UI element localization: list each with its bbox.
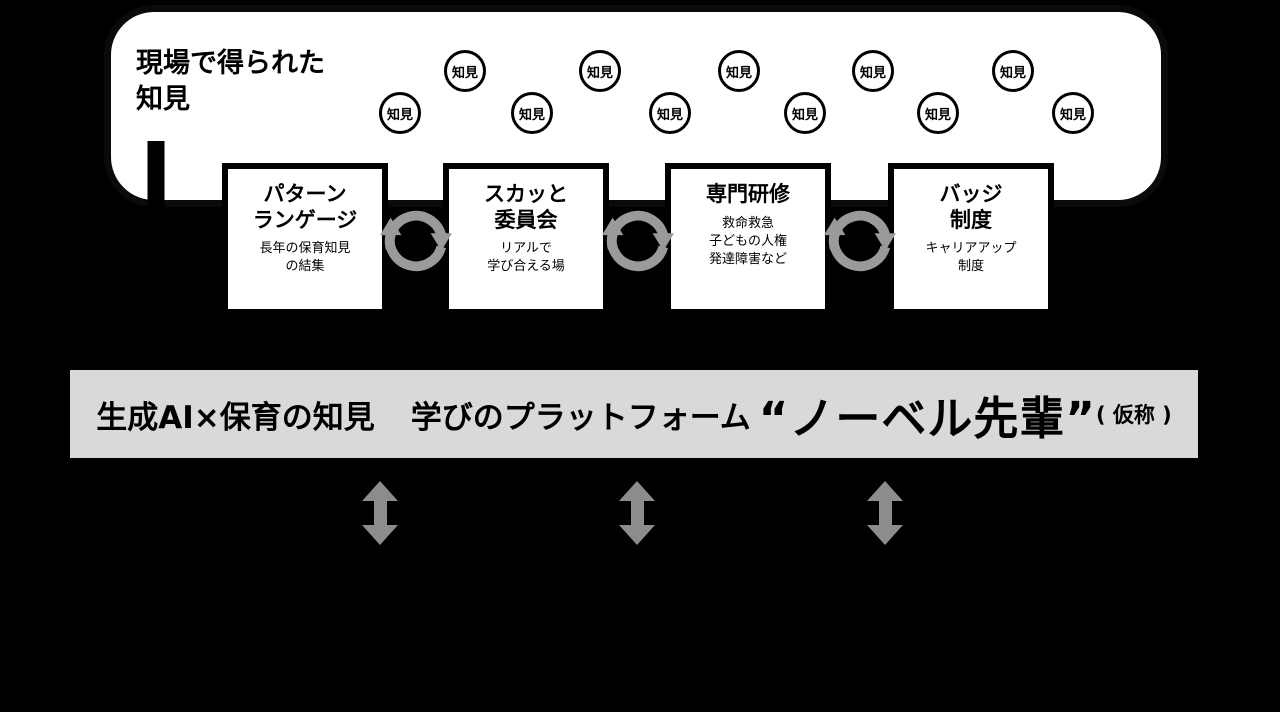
node-title-line: 委員会: [494, 207, 558, 232]
knowledge-circle: 知見: [649, 92, 691, 134]
knowledge-circle: 知見: [579, 50, 621, 92]
node-title-line: ランゲージ: [252, 207, 358, 232]
down-arrow-icon: [947, 323, 995, 370]
banner-text-nobel-senpai: “ノーベル先輩”: [758, 391, 1096, 445]
down-arrow-head: [502, 345, 550, 370]
elbow-arrow-icon: [147, 141, 219, 278]
panel-title-line-1: 現場で得られた: [136, 48, 325, 79]
node-title: パターン ランゲージ: [228, 182, 382, 233]
node-title-line: 専門研修: [706, 182, 790, 206]
platform-banner: 生成AI×保育の知見 学びのプラットフォーム “ノーベル先輩” ( 仮称 ): [70, 370, 1198, 458]
node-subtitle-line: キャリアアップ: [925, 241, 1017, 257]
node-title-line: パターン: [263, 182, 347, 206]
knowledge-circle: 知見: [511, 92, 553, 134]
knowledge-circle-label: 知見: [924, 107, 951, 123]
knowledge-circle-label: 知見: [725, 65, 752, 81]
double-arrow-up-head: [619, 481, 655, 501]
double-arrow-up-head: [867, 481, 903, 501]
node-title: バッジ 制度: [894, 182, 1048, 233]
node-title-line: スカッと: [484, 182, 568, 206]
node-title: 専門研修: [671, 182, 825, 208]
down-arrow-shaft: [516, 323, 536, 345]
knowledge-circle: 知見: [718, 50, 760, 92]
knowledge-circle-label: 知見: [999, 65, 1026, 81]
double-arrow-down-head: [619, 525, 655, 545]
knowledge-circle-label: 知見: [859, 65, 886, 81]
down-arrow-icon: [281, 323, 329, 370]
knowledge-circle: 知見: [852, 50, 894, 92]
node-subtitle-line: 救命救急: [721, 215, 774, 231]
node-subtitle-line: 子どもの人権: [708, 233, 787, 249]
panel-title: 現場で得られた 知見: [136, 46, 325, 117]
knowledge-circle: 知見: [444, 50, 486, 92]
double-arrow-down-head: [867, 525, 903, 545]
knowledge-circle: 知見: [379, 92, 421, 134]
knowledge-circle-label: 知見: [518, 107, 545, 123]
node-subtitle-line: 制度: [957, 259, 984, 275]
knowledge-circle: 知見: [917, 92, 959, 134]
node-subtitle: リアルで 学び合える場: [449, 240, 603, 276]
node-specialized-training: 専門研修 救命救急 子どもの人権 発達障害など: [665, 163, 831, 315]
down-arrow-head: [947, 345, 995, 370]
double-arrow-icon: [867, 481, 903, 545]
double-arrow-down-head: [362, 525, 398, 545]
knowledge-circle-label: 知見: [1059, 107, 1086, 123]
down-arrow-head: [281, 345, 329, 370]
node-subtitle-line: 長年の保育知見: [259, 241, 351, 257]
knowledge-circle-label: 知見: [656, 107, 683, 123]
knowledge-circle: 知見: [784, 92, 826, 134]
double-arrow-up-head: [362, 481, 398, 501]
node-title: スカッと 委員会: [449, 182, 603, 233]
knowledge-circle-label: 知見: [586, 65, 613, 81]
node-subtitle-line: の結集: [285, 259, 325, 275]
double-arrow-icon: [619, 481, 655, 545]
knowledge-circle-label: 知見: [791, 107, 818, 123]
knowledge-circle-label: 知見: [386, 107, 413, 123]
node-pattern-language: パターン ランゲージ 長年の保育知見 の結集: [222, 163, 388, 315]
cycle-arrow-icon: [601, 210, 675, 272]
knowledge-circle: 知見: [992, 50, 1034, 92]
double-arrow-shaft: [630, 501, 644, 525]
down-arrow-shaft: [961, 323, 981, 345]
node-subtitle: 長年の保育知見 の結集: [228, 240, 382, 276]
banner-text-learning-platform: 学びのプラットフォーム: [410, 399, 751, 436]
down-arrow-icon: [502, 323, 550, 370]
down-arrow-shaft: [738, 323, 758, 345]
panel-title-line-2: 知見: [136, 83, 190, 115]
cycle-arrow-icon: [823, 210, 897, 272]
knowledge-circle: 知見: [1052, 92, 1094, 134]
double-arrow-shaft: [373, 501, 387, 525]
node-badge-system: バッジ 制度 キャリアアップ 制度: [888, 163, 1054, 315]
down-arrow-head: [724, 345, 772, 370]
node-title-line: 制度: [950, 207, 992, 232]
cycle-arrow-icon: [379, 210, 453, 272]
down-arrow-icon: [724, 323, 772, 370]
node-subtitle: キャリアアップ 制度: [894, 240, 1048, 276]
node-subtitle-line: 発達障害など: [708, 251, 787, 267]
node-sukatto-committee: スカッと 委員会 リアルで 学び合える場: [443, 163, 609, 315]
knowledge-circle-label: 知見: [451, 65, 478, 81]
banner-text-ai-knowledge: 生成AI×保育の知見: [96, 399, 375, 436]
banner-text-tentative-name: ( 仮称 ): [1095, 403, 1172, 427]
down-arrow-shaft: [295, 323, 315, 345]
node-title-line: バッジ: [939, 182, 1003, 206]
double-arrow-shaft: [878, 501, 892, 525]
node-subtitle: 救命救急 子どもの人権 発達障害など: [671, 215, 825, 270]
node-subtitle-line: 学び合える場: [487, 259, 565, 275]
double-arrow-icon: [362, 481, 398, 545]
node-subtitle-line: リアルで: [500, 241, 552, 257]
